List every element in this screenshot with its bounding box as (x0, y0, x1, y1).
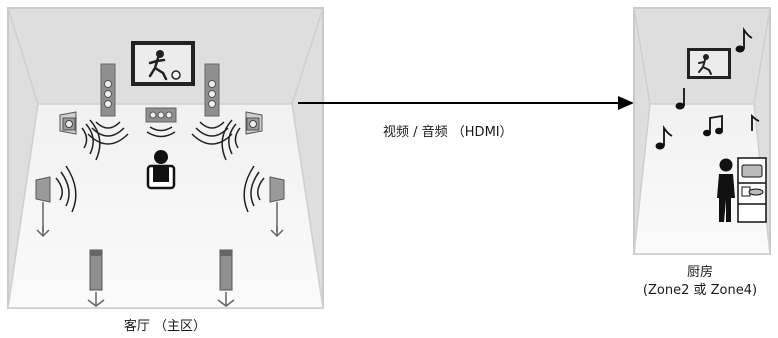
speaker-icon (100, 63, 116, 117)
speaker-icon (243, 165, 285, 238)
speaker-icon (87, 249, 105, 307)
center-speaker-icon (145, 107, 177, 138)
tv-icon (131, 41, 195, 86)
sink-icon (737, 157, 767, 223)
speaker-icon (204, 63, 220, 117)
main-zone-label: 客厅 （主区） (124, 318, 206, 334)
music-note-icon (655, 27, 760, 150)
kitchen-label-line2: (Zone2 或 Zone4) (643, 283, 757, 298)
speaker-icon (221, 111, 263, 161)
speaker-icon (35, 165, 77, 238)
person-icon (146, 150, 176, 190)
speaker-icon (59, 111, 101, 161)
person-icon (717, 158, 735, 222)
tv-icon (687, 48, 731, 79)
connection-arrow (298, 96, 634, 110)
kitchen-label-line1: 厨房 (687, 264, 713, 280)
connection-label: 视频 / 音频 （HDMI） (383, 124, 513, 140)
speaker-icon (217, 249, 235, 307)
